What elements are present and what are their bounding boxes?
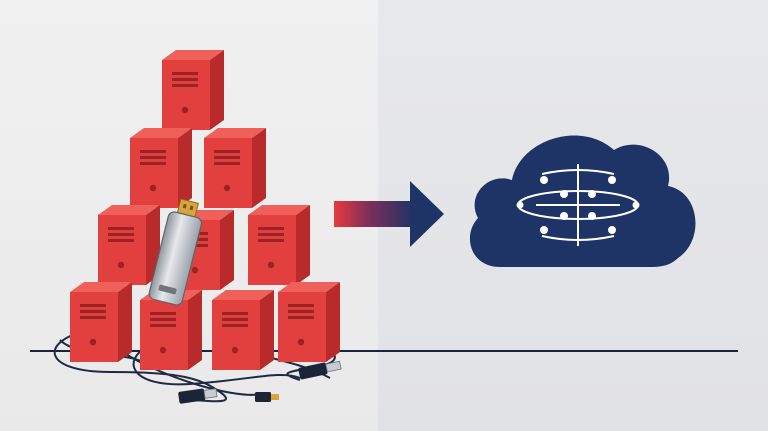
transfer-arrow-icon: [334, 181, 444, 247]
network-node-dots: [516, 176, 640, 234]
usb-plug-icon: [298, 360, 342, 380]
usb-drive-icon: [148, 198, 203, 306]
connector-plug-icon: [255, 392, 279, 402]
server-stack-icon: [70, 50, 340, 370]
usb-plug-icon: [178, 388, 218, 404]
cloud-icon: [469, 135, 696, 267]
